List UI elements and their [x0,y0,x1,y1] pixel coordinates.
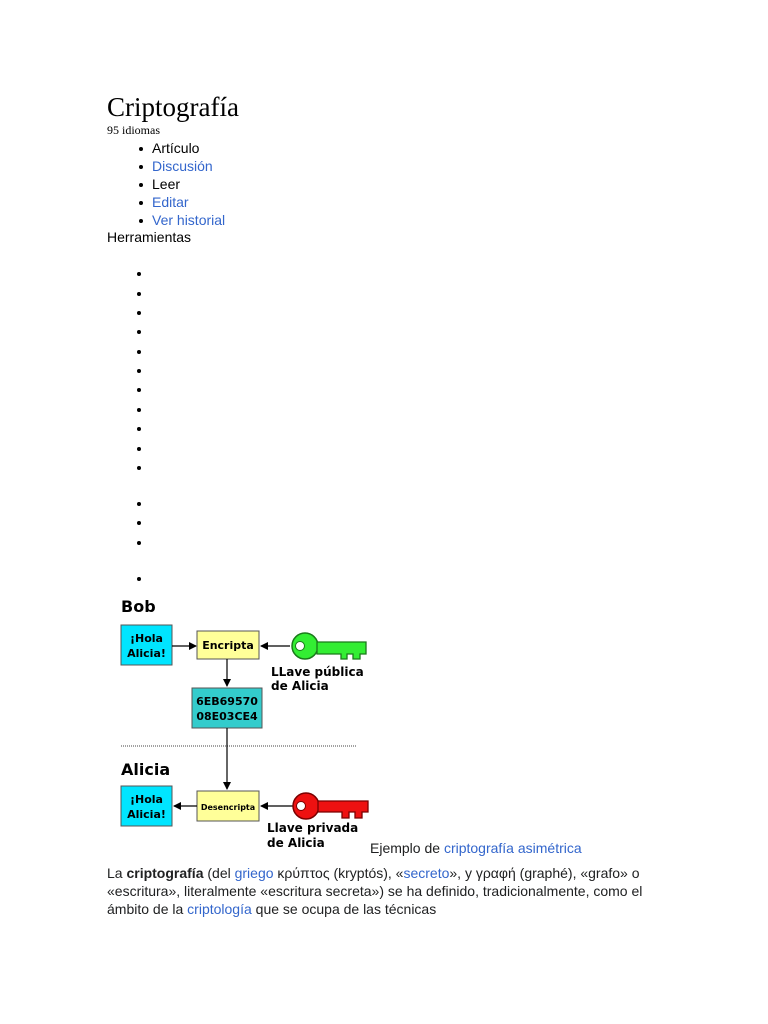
tab-read[interactable]: Leer [107,175,225,193]
tool-list-bullet [137,369,141,373]
tab-discussion[interactable]: Discusión [107,157,225,175]
ciphertext-line1: 6EB69570 [196,695,258,708]
caption-link-asymmetric[interactable]: criptografía asimétrica [443,840,582,856]
private-key-label-line2: de Alicia [267,836,325,850]
private-key-icon [292,792,369,820]
encrypt-box [196,630,260,660]
tab-article[interactable]: Artículo [107,139,225,157]
tab-history[interactable]: Ver historial [107,211,225,229]
tool-list-bullet [137,447,141,451]
para-text: (del [203,865,235,881]
tab-discussion-label: Discusión [152,158,213,174]
language-selector[interactable]: 95 idiomas [107,123,160,137]
public-key-label-line2: de Alicia [271,679,329,693]
tool-list-bullet [137,311,141,315]
link-secreto[interactable]: secreto [403,865,450,881]
tab-edit[interactable]: Editar [107,193,225,211]
link-griego[interactable]: griego [234,865,274,881]
tab-edit-label: Editar [152,194,189,210]
para-text: », y γραφή (graphé), «grafo» o «escritur… [107,865,643,917]
page-tabs: Artículo Discusión Leer Editar Ver histo… [107,139,225,229]
caption-prefix: Ejemplo de [370,840,441,856]
page-title: Criptografía [107,92,239,122]
alicia-heading: Alicia [121,760,170,779]
tool-list-bullet [137,330,141,334]
tool-list-bullet [137,577,141,581]
bob-message-box [120,624,173,666]
tool-list-bullet [137,541,141,545]
bob-message-line1: ¡Hola [130,632,163,645]
public-key-label-line1: LLave pública [271,665,364,679]
alicia-message-line2: Alicia! [127,808,166,821]
decrypt-box [196,790,260,822]
tool-list-bullet [137,408,141,412]
tool-list-bullet [137,521,141,525]
bob-heading: Bob [121,597,156,616]
tab-history-label: Ver historial [152,212,226,228]
alicia-message-box [120,785,173,827]
tab-read-label: Leer [152,176,181,192]
tool-list-bullet [137,272,141,276]
para-text: que se ocupa de las técnicas [251,901,437,917]
encrypt-label: Encripta [202,639,254,652]
tool-list-bullet [137,427,141,431]
tool-list-bullet [137,388,141,392]
alicia-message-line1: ¡Hola [130,793,163,806]
tool-list-bullet [137,466,141,470]
para-text: κρύπτος (kryptós), « [273,865,404,881]
asymmetric-crypto-diagram[interactable]: Bob ¡Hola Alicia! Encripta LLave pública… [110,592,380,854]
ciphertext-box [191,687,263,729]
para-bold-term: criptografía [126,865,204,881]
private-key-label-line1: Llave privada [267,821,358,835]
tool-list-bullet [137,292,141,296]
intro-paragraph: La criptografía (del griego κρύπτος (kry… [107,864,667,918]
tools-menu[interactable]: Herramientas [107,229,192,245]
tool-list-bullet [137,350,141,354]
tab-article-label: Artículo [152,140,200,156]
public-key-icon [291,632,367,660]
ciphertext-line2: 08E03CE4 [196,710,258,723]
para-text: La [107,865,127,881]
figure-caption: Ejemplo de criptografía asimétrica [370,840,582,856]
tool-list-bullet [137,502,141,506]
decrypt-label: Desencripta [201,803,255,812]
link-criptologia[interactable]: criptología [187,901,252,917]
bob-message-line2: Alicia! [127,647,166,660]
